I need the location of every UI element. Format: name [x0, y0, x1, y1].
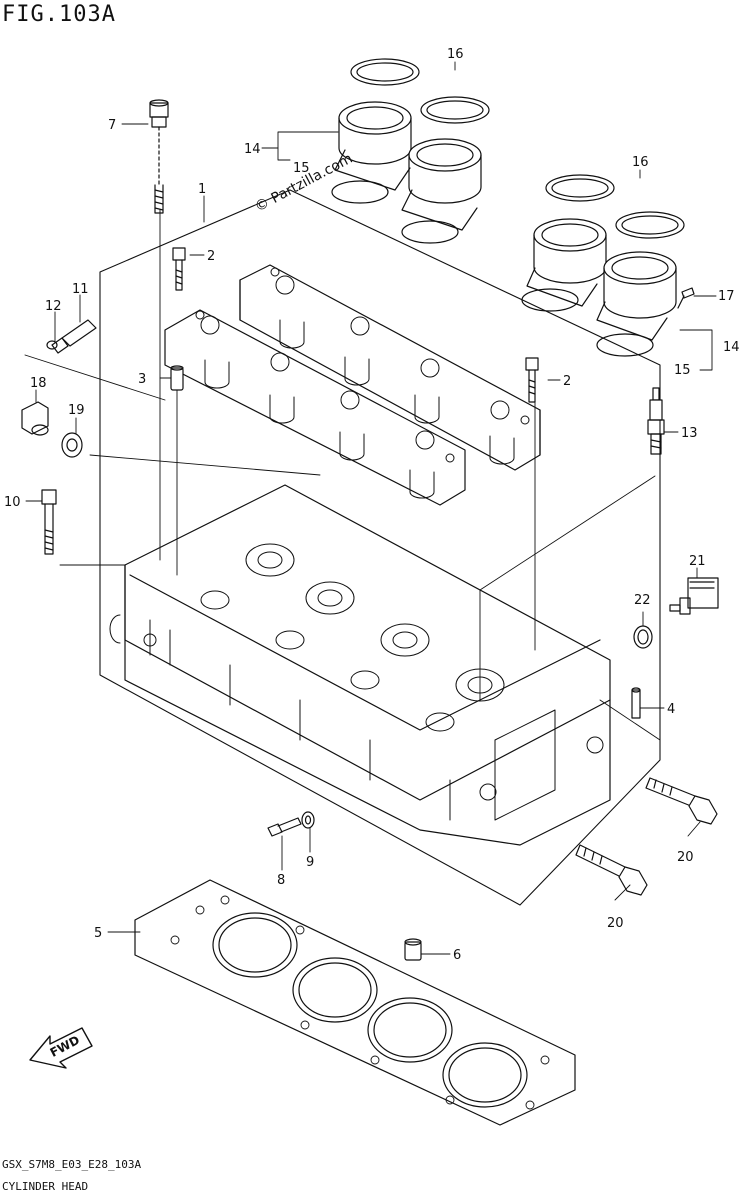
callout-9: 9: [306, 855, 314, 870]
callout-20-lower: 20: [607, 916, 624, 931]
callout-15-left: 15: [293, 161, 310, 176]
callout-15-right: 15: [674, 363, 691, 378]
callout-8: 8: [277, 873, 285, 888]
callout-17: 17: [718, 289, 735, 304]
figure-code: GSX_S7M8_E03_E28_103A: [2, 1158, 142, 1171]
callout-11: 11: [72, 282, 89, 297]
callout-21: 21: [689, 554, 706, 569]
callout-22: 22: [634, 593, 651, 608]
fwd-arrow-icon: FWD: [29, 1027, 93, 1069]
intake-pipe-14-left-a: [334, 101, 412, 191]
callout-18: 18: [30, 376, 47, 391]
callout-4: 4: [667, 702, 675, 717]
o-ring-15-right: [521, 288, 654, 357]
callout-10: 10: [4, 495, 21, 510]
callout-1: 1: [198, 182, 206, 197]
callout-16-right: 16: [632, 155, 649, 170]
figure-title: FIG.103A: [2, 2, 116, 27]
bolt-2-left: [172, 247, 186, 291]
bolt-20-lower: [575, 844, 648, 896]
temp-sensor-21: [669, 577, 719, 615]
bolt-2-right: [525, 357, 539, 403]
callout-2-right: 2: [563, 374, 571, 389]
callout-16-left: 16: [447, 47, 464, 62]
callout-19: 19: [68, 403, 85, 418]
spark-plug-13: [647, 387, 665, 455]
dowel-pin-3: [170, 365, 184, 391]
camshaft-housing-intake: [239, 264, 541, 471]
callout-14-left: 14: [244, 142, 261, 157]
callout-12: 12: [45, 299, 62, 314]
screw-17: [677, 287, 695, 309]
stud-7: [149, 99, 169, 214]
callout-6: 6: [453, 948, 461, 963]
pin-4: [631, 687, 641, 719]
union-fitting-11: [51, 319, 97, 354]
cylinder-head: [109, 484, 611, 846]
bolt-20-upper: [645, 777, 718, 825]
bolt-10: [41, 489, 57, 555]
dowel-6: [404, 938, 422, 961]
callout-20-upper: 20: [677, 850, 694, 865]
head-gasket: [134, 879, 576, 1126]
assembly-boundary: [99, 189, 661, 906]
callout-labels: 1 2 2 3 4 5 6 7 8 9 10 11 12 13 14 14 15…: [4, 47, 740, 963]
callout-2-left: 2: [207, 249, 215, 264]
gasket-22: [633, 625, 653, 649]
bolt-8: [267, 817, 302, 837]
figure-name: CYLINDER HEAD: [2, 1180, 89, 1193]
plug-18: [21, 401, 49, 436]
camshaft-housing-exhaust: [164, 309, 466, 506]
callout-5: 5: [94, 926, 102, 941]
clamp-16-right: [545, 174, 685, 239]
callout-7: 7: [108, 118, 116, 133]
o-ring-12: [46, 340, 58, 350]
leader-lines: [24, 61, 717, 955]
intake-pipe-14-right-b: [596, 251, 677, 341]
callout-13: 13: [681, 426, 698, 441]
intake-pipe-14-right-a: [526, 218, 607, 307]
washer-9: [301, 811, 315, 829]
clamp-16-left: [350, 58, 490, 124]
o-ring-15-left: [331, 180, 459, 244]
callout-14-right: 14: [723, 340, 740, 355]
intake-pipe-14-left-b: [401, 138, 482, 231]
callout-3: 3: [138, 372, 146, 387]
gasket-19: [61, 432, 83, 458]
